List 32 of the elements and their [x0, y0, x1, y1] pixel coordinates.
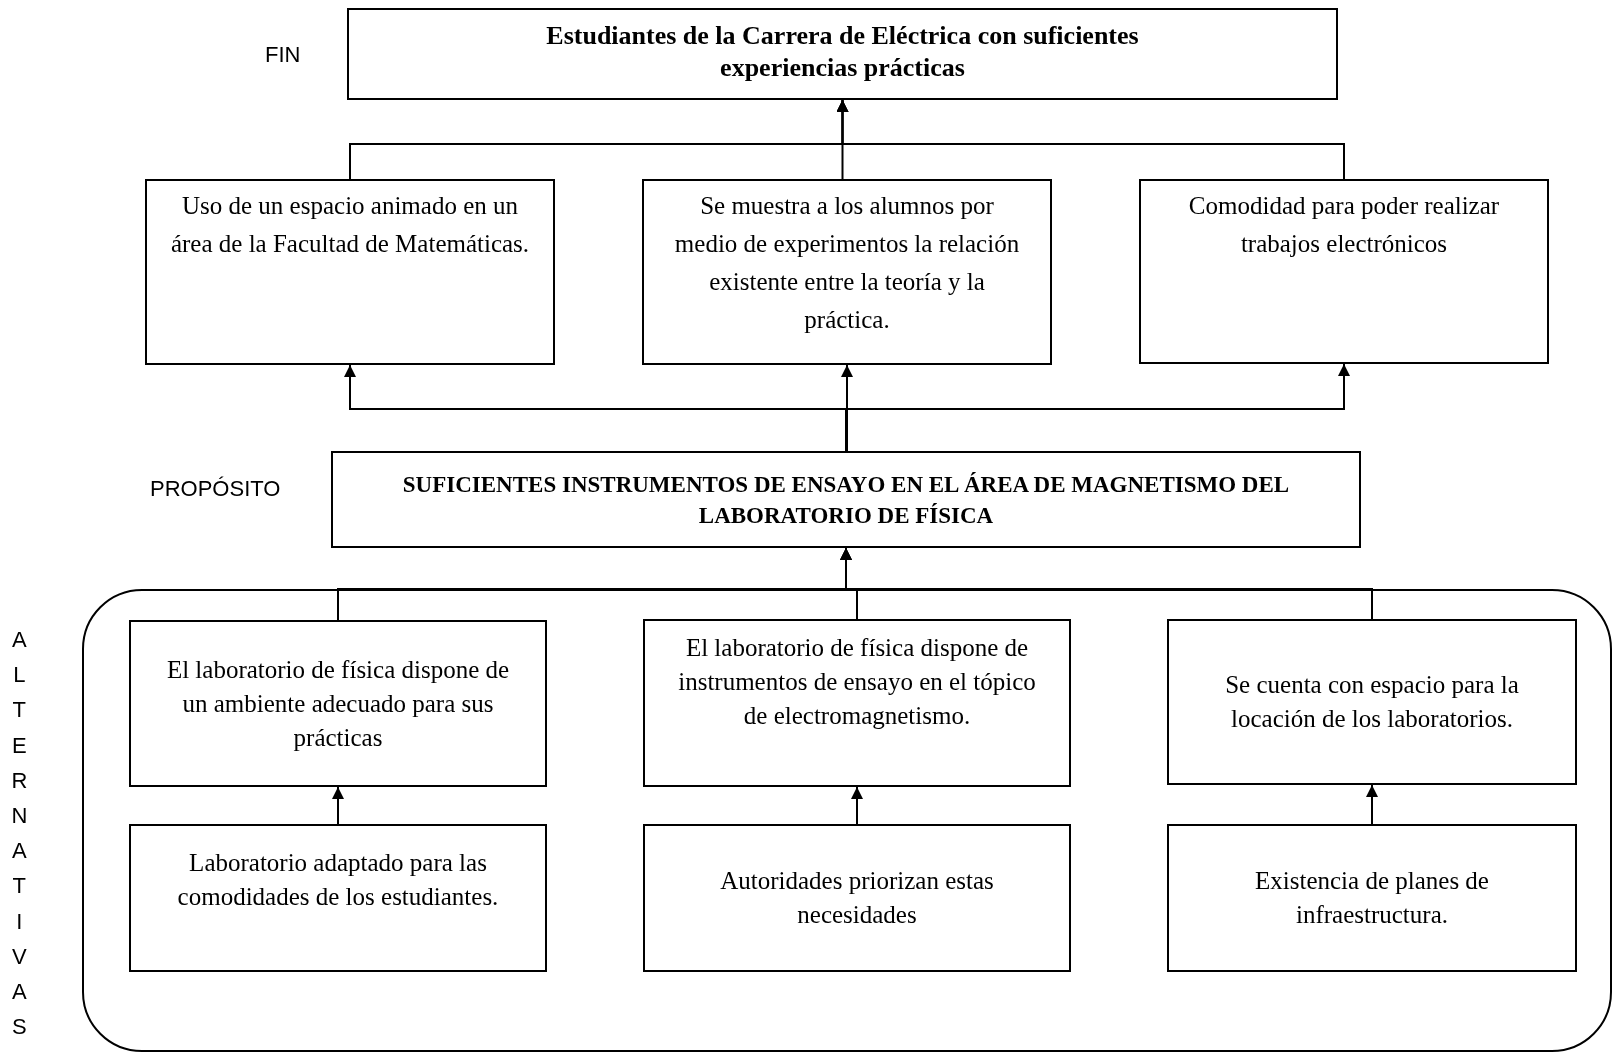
component-box — [145, 179, 555, 365]
alternative-box — [129, 824, 547, 972]
box-text: Autoridades priorizan estas necesidades — [719, 866, 995, 930]
purpose-box — [331, 451, 1361, 548]
goal-box — [347, 8, 1338, 100]
arrow — [841, 364, 853, 452]
box-text: Uso de un espacio animado en un área de la Facultad de Matemáticas. — [169, 191, 531, 259]
box-text: El laboratorio de física dispone de un ambiente adecuado para sus prácticas — [165, 654, 511, 753]
box-text: Laboratorio adaptado para las comodidades de los estudiantes. — [176, 848, 500, 912]
box-text: Comodidad para poder realizar trabajos electrónicos — [1187, 191, 1501, 259]
box-text: Se muestra a los alumnos por medio de experimentos la relación existente entre la teoría y la práctica. — [674, 191, 1020, 335]
level-label: FIN — [265, 42, 301, 68]
component-box — [1139, 179, 1549, 364]
box-text: SUFICIENTES INSTRUMENTOS DE ENSAYO EN EL ÁREA DE MAGNETISMO DEL LABORATORIO DE FÍSICA — [401, 470, 1291, 530]
alternative-box — [1167, 619, 1577, 785]
alternative-box — [643, 619, 1071, 787]
box-text: Se cuenta con espacio para la locación de los laboratorios. — [1224, 670, 1520, 734]
arrow — [840, 547, 1373, 620]
box-text: El laboratorio de física dispone de instrumentos de ensayo en el tópico de electromagnetismo. — [677, 633, 1037, 731]
vertical-heading: ALTERNATIVAS — [10, 626, 29, 1042]
arrow — [1366, 784, 1378, 825]
arrow — [851, 786, 863, 825]
alternative-box — [129, 620, 547, 787]
component-box — [642, 179, 1052, 365]
alternative-box — [1167, 824, 1577, 972]
level-label: PROPÓSITO — [150, 476, 281, 502]
box-text: Existencia de planes de infraestructura. — [1254, 866, 1490, 930]
alternatives-group — [82, 589, 1612, 1052]
arrow — [332, 786, 344, 825]
arrow — [836, 99, 1345, 180]
alternative-box — [643, 824, 1071, 972]
box-text: Estudiantes de la Carrera de Eléctrica con suficientes experiencias prácticas — [545, 20, 1140, 84]
